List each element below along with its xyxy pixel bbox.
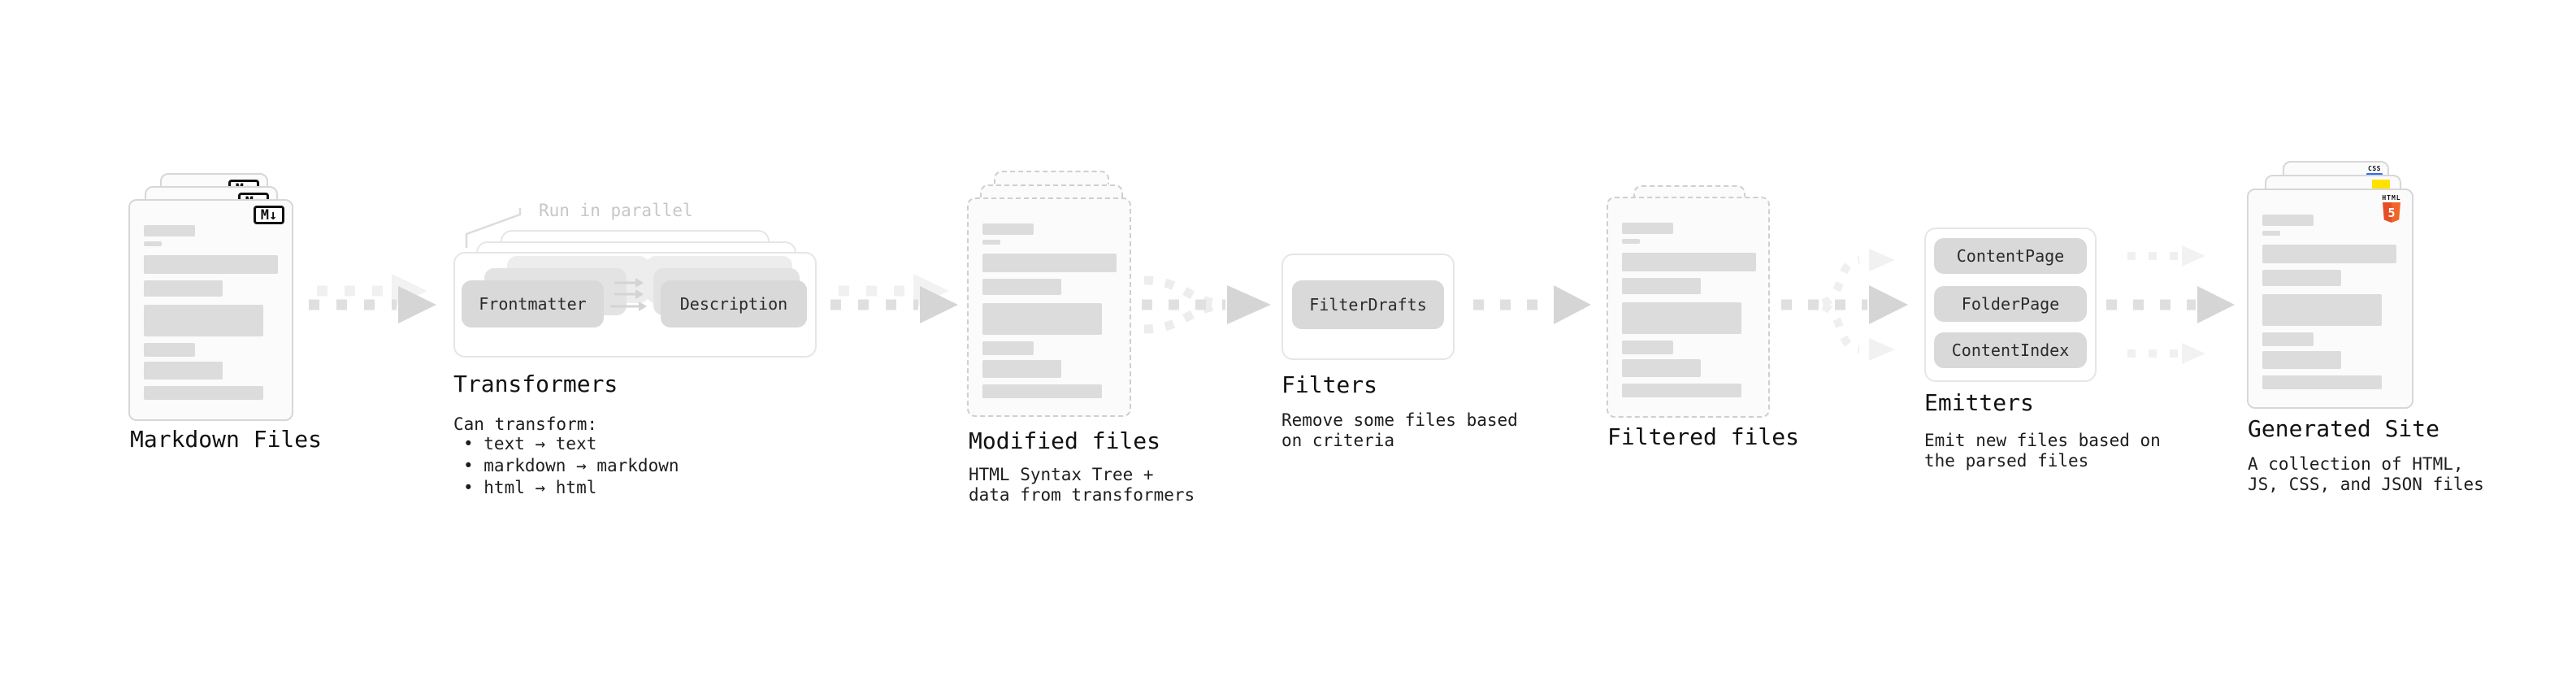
text-placeholder-bar — [2262, 375, 2382, 389]
markdown-files-label: Markdown Files — [130, 426, 323, 453]
emitters-title: Emitters — [1924, 389, 2034, 416]
filterdrafts-node: FilterDrafts — [1292, 280, 1444, 329]
text-placeholder-bar — [982, 254, 1117, 272]
text-placeholder-bar — [144, 386, 263, 400]
desc-line: Emit new files based on — [1924, 431, 2161, 450]
text-placeholder-bar — [982, 223, 1034, 235]
text-placeholder-bar — [2262, 332, 2314, 346]
text-placeholder-bar — [2262, 245, 2396, 263]
desc-line: the parsed files — [1924, 451, 2089, 471]
text-placeholder-bar — [982, 360, 1061, 378]
desc-line: on criteria — [1281, 431, 1395, 450]
html5-icon-number: 5 — [2387, 205, 2396, 220]
desc-line: HTML Syntax Tree + — [969, 465, 1154, 484]
filters-title: Filters — [1281, 371, 1378, 398]
flow-arrow-merge-to-filters — [1142, 275, 1271, 334]
text-placeholder-bar — [2262, 215, 2314, 226]
filtered-file-card-front — [1607, 197, 1770, 418]
text-placeholder-bar — [1622, 359, 1701, 377]
flow-arrow-filters-to-filtered — [1473, 285, 1591, 324]
desc-line: JS, CSS, and JSON files — [2248, 475, 2484, 494]
contentpage-node: ContentPage — [1934, 238, 2087, 274]
js-icon — [2372, 180, 2390, 189]
flow-arrow-files-to-transformers — [309, 274, 436, 323]
text-placeholder-bar — [144, 255, 278, 274]
text-placeholder-bar — [144, 305, 263, 336]
bullet-item: • markdown → markdown — [463, 456, 679, 475]
note-leader-line — [465, 208, 522, 248]
text-placeholder-bar — [1622, 253, 1756, 271]
text-placeholder-bar — [144, 241, 162, 246]
run-in-parallel-note: Run in parallel — [539, 201, 693, 220]
folderpage-node: FolderPage — [1934, 286, 2087, 322]
modified-file-card-front — [967, 197, 1131, 417]
markdown-file-card-front: M↓ — [128, 199, 293, 421]
flow-arrow-transformers-to-modified — [830, 274, 958, 323]
text-placeholder-bar — [2262, 294, 2382, 326]
modified-files-label: Modified files — [969, 427, 1161, 454]
bullet-item: • html → html — [463, 478, 597, 497]
emitters-desc: Emit new files based on the parsed files — [1924, 431, 2161, 471]
transformers-desc-heading: Can transform: — [453, 414, 598, 434]
flow-arrow-fanout-to-emitters — [1781, 249, 1908, 361]
desc-line: Remove some files based — [1281, 410, 1518, 430]
desc-line: data from transformers — [969, 485, 1195, 505]
text-placeholder-bar — [1622, 302, 1741, 334]
text-placeholder-bar — [2262, 231, 2280, 236]
text-placeholder-bar — [144, 225, 195, 236]
flow-arrows-emitters-to-site — [2106, 245, 2235, 364]
transformers-title: Transformers — [453, 371, 618, 397]
html5-icon-shield: 5 — [2383, 202, 2400, 223]
text-placeholder-bar — [982, 384, 1102, 398]
markdown-icon: M↓ — [254, 206, 284, 224]
text-placeholder-bar — [144, 280, 223, 297]
text-placeholder-bar — [1622, 278, 1701, 294]
text-placeholder-bar — [144, 362, 223, 380]
generated-site-label: Generated Site — [2248, 415, 2440, 442]
text-placeholder-bar — [982, 279, 1061, 295]
text-placeholder-bar — [2262, 351, 2341, 369]
modified-files-desc: HTML Syntax Tree + data from transformer… — [969, 465, 1195, 505]
site-card-html: HTML 5 — [2247, 189, 2413, 409]
description-node: Description — [661, 280, 807, 327]
generated-site-desc: A collection of HTML, JS, CSS, and JSON … — [2248, 454, 2484, 495]
text-placeholder-bar — [1622, 340, 1673, 354]
parallel-arrows-icon — [610, 278, 647, 311]
filters-desc: Remove some files based on criteria — [1281, 410, 1518, 451]
text-placeholder-bar — [982, 341, 1034, 355]
html5-icon-word: HTML — [2382, 194, 2401, 202]
css-icon-label: CSS — [2368, 165, 2381, 172]
text-placeholder-bar — [1622, 384, 1741, 397]
text-placeholder-bar — [982, 240, 1000, 245]
text-placeholder-bar — [1622, 223, 1673, 234]
text-placeholder-bar — [1622, 239, 1640, 244]
contentindex-node: ContentIndex — [1934, 332, 2087, 368]
bullet-item: • text → text — [463, 434, 597, 453]
frontmatter-node: Frontmatter — [462, 280, 604, 327]
text-placeholder-bar — [144, 343, 195, 357]
html5-icon: HTML 5 — [2382, 194, 2401, 223]
filtered-files-label: Filtered files — [1607, 423, 1800, 450]
text-placeholder-bar — [2262, 270, 2341, 286]
desc-line: A collection of HTML, — [2248, 454, 2464, 474]
transformers-bullet-list: • text → text • markdown → markdown • ht… — [463, 433, 679, 499]
text-placeholder-bar — [982, 303, 1102, 335]
